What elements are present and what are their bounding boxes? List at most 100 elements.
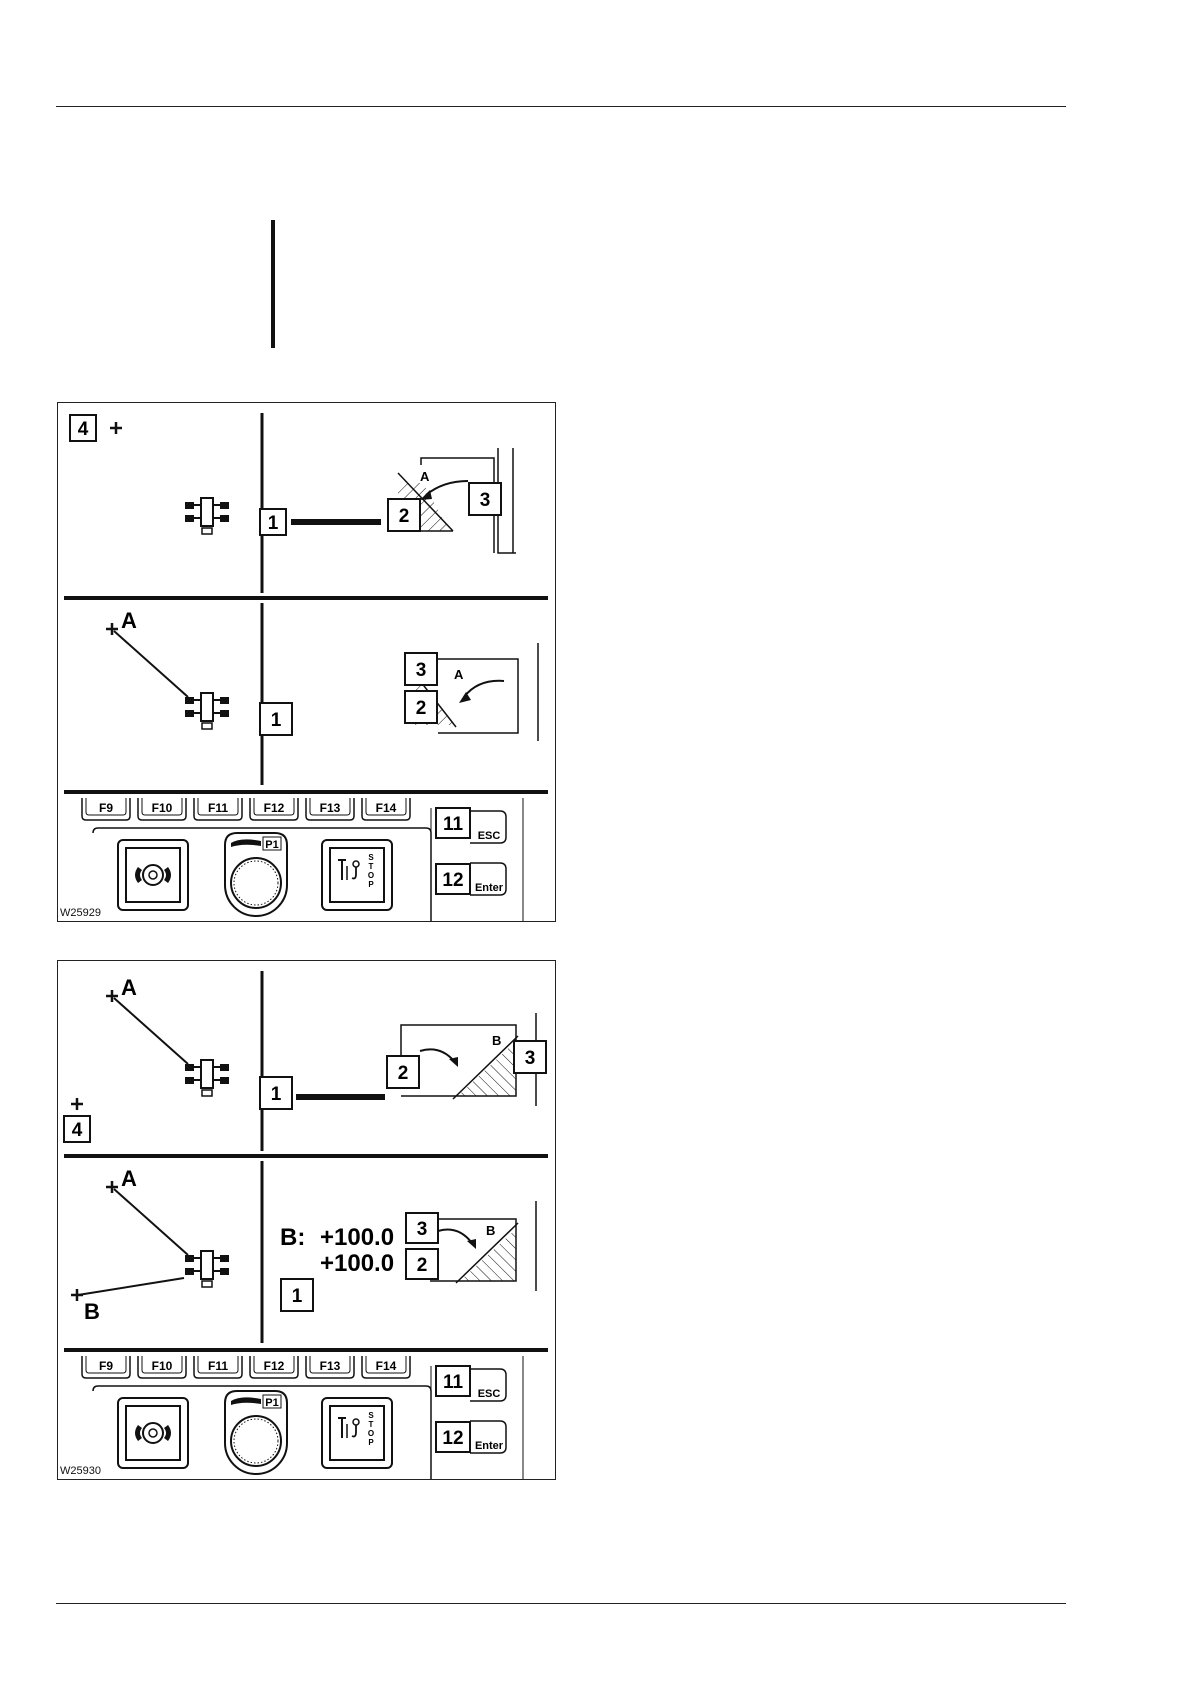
- svg-text:F11: F11: [208, 1359, 228, 1373]
- svg-text:11: 11: [443, 1372, 464, 1393]
- svg-text:F11: F11: [208, 801, 228, 815]
- svg-text:11: 11: [443, 814, 464, 835]
- crane-vehicle-icon: [185, 1251, 229, 1287]
- fkey-f12[interactable]: F12: [250, 798, 298, 820]
- callout-3: 3: [469, 483, 501, 515]
- svg-text:F9: F9: [99, 801, 113, 815]
- crane-vehicle-icon: [185, 498, 229, 534]
- fkey-f9[interactable]: F9: [82, 1356, 130, 1378]
- boom-direction-line: [114, 998, 188, 1064]
- fkey-f10[interactable]: F10: [138, 1356, 186, 1378]
- esc-key[interactable]: 11 ESC: [436, 1366, 506, 1401]
- svg-text:Enter: Enter: [475, 1440, 504, 1452]
- figure-code: W25930: [60, 1465, 101, 1477]
- enter-key[interactable]: 12 Enter: [436, 863, 506, 895]
- figure-code: W25929: [60, 907, 101, 919]
- fkey-f11[interactable]: F11: [194, 798, 242, 820]
- callout-1: 1: [260, 509, 286, 535]
- fkey-f10[interactable]: F10: [138, 798, 186, 820]
- callout-2: 2: [387, 1056, 419, 1088]
- callout-2: 2: [405, 691, 437, 723]
- plus-marker-icon: [110, 422, 122, 434]
- callout-1: 1: [260, 1077, 292, 1109]
- angle-indicator: B: [430, 1201, 536, 1291]
- point-a-marker: A: [106, 975, 137, 1002]
- fkey-f13[interactable]: F13: [306, 798, 354, 820]
- svg-text:ESC: ESC: [478, 830, 501, 842]
- svg-text:F12: F12: [264, 1359, 285, 1373]
- crane-vehicle-icon: [185, 1060, 229, 1096]
- svg-text:3: 3: [525, 1048, 536, 1069]
- figure-w25929: 4 1 A 2 3 A: [57, 402, 556, 922]
- footer-rule: [56, 1603, 1066, 1604]
- point-a-marker: A: [106, 1166, 137, 1193]
- callout-3: 3: [405, 653, 437, 685]
- change-bar: [271, 220, 275, 348]
- function-key-row: F9 F10 F11 F12 F13 F14: [82, 1356, 410, 1378]
- figure-drawing: A 4 1 B 2 3 A: [58, 961, 555, 1479]
- callout-3: 3: [406, 1213, 438, 1243]
- svg-text:F12: F12: [264, 801, 285, 815]
- svg-text:2: 2: [399, 506, 410, 527]
- point-a-label: A: [121, 975, 137, 1000]
- boom-direction-line: [114, 1189, 188, 1255]
- crane-vehicle-icon: [185, 693, 229, 729]
- fkey-f12[interactable]: F12: [250, 1356, 298, 1378]
- point-a-label: A: [121, 608, 137, 633]
- point-b-label: B: [84, 1299, 100, 1324]
- angle-label: B: [492, 1033, 501, 1048]
- esc-key[interactable]: 11 ESC: [436, 808, 506, 843]
- svg-text:2: 2: [398, 1063, 409, 1084]
- point-a-label: A: [121, 1166, 137, 1191]
- svg-text:F14: F14: [376, 1359, 397, 1373]
- boom-angle-value: +100.0: [320, 1250, 394, 1277]
- svg-text:P1: P1: [265, 839, 278, 851]
- fkey-f9[interactable]: F9: [82, 798, 130, 820]
- callout-3: 3: [514, 1041, 546, 1073]
- plus-marker-icon: [71, 1098, 83, 1110]
- svg-text:1: 1: [271, 710, 282, 731]
- fkey-f11[interactable]: F11: [194, 1356, 242, 1378]
- figure-w25930: A 4 1 B 2 3 A: [57, 960, 556, 1480]
- p1-dial[interactable]: P1: [225, 1391, 287, 1474]
- callout-2: 2: [406, 1249, 438, 1279]
- svg-text:F10: F10: [152, 801, 173, 815]
- callout-1: 1: [281, 1279, 313, 1311]
- enter-key[interactable]: 12 Enter: [436, 1421, 506, 1453]
- svg-text:3: 3: [480, 490, 491, 511]
- svg-text:F13: F13: [320, 1359, 341, 1373]
- svg-text:P1: P1: [265, 1397, 278, 1409]
- fkey-f14[interactable]: F14: [362, 798, 410, 820]
- svg-text:ESC: ESC: [478, 1388, 501, 1400]
- b-angle-value: +100.0: [320, 1224, 394, 1251]
- svg-text:F13: F13: [320, 801, 341, 815]
- callout-2: 2: [388, 499, 420, 531]
- callout-1: 1: [260, 703, 292, 735]
- svg-text:12: 12: [442, 1428, 463, 1449]
- angle-label: B: [486, 1223, 495, 1238]
- marker-number: 4: [78, 419, 89, 440]
- fkey-f13[interactable]: F13: [306, 1356, 354, 1378]
- header-rule: [56, 106, 1066, 107]
- svg-text:3: 3: [416, 660, 427, 681]
- marker-callout: 4: [64, 1116, 90, 1142]
- point-a-marker: A: [106, 608, 137, 635]
- function-key-row: F9 F10 F11 F12 F13 F14: [82, 798, 410, 820]
- svg-text:F14: F14: [376, 801, 397, 815]
- angle-label: A: [454, 667, 464, 682]
- camera-key[interactable]: [118, 1398, 188, 1468]
- svg-text:F10: F10: [152, 1359, 173, 1373]
- p1-dial[interactable]: P1: [225, 833, 287, 916]
- fkey-f14[interactable]: F14: [362, 1356, 410, 1378]
- svg-text:F9: F9: [99, 1359, 113, 1373]
- marker-callout: 4: [70, 415, 96, 441]
- svg-text:1: 1: [268, 513, 279, 534]
- svg-text:12: 12: [442, 870, 463, 891]
- svg-text:Enter: Enter: [475, 882, 504, 894]
- angle-label: A: [420, 469, 430, 484]
- marker-number: 4: [72, 1120, 83, 1141]
- camera-key[interactable]: [118, 840, 188, 910]
